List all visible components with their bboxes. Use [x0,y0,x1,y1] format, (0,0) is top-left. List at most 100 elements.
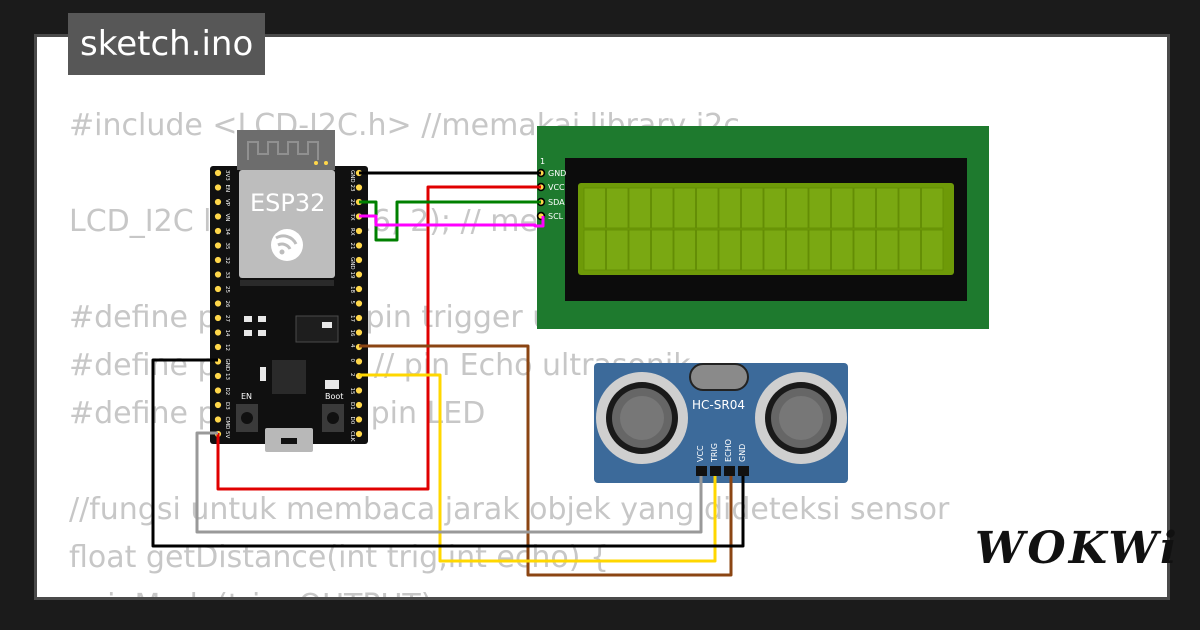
sensor-pin-gnd[interactable] [738,466,749,476]
esp32-pin-right[interactable] [354,313,364,323]
esp32-pin-label: D3 [224,402,230,410]
esp32-pin-label: 15 [349,388,355,395]
sensor-pin-vcc[interactable] [696,466,707,476]
sensor-label: HC-SR04 [692,398,745,412]
lcd-pin-one-label: 1 [540,157,545,166]
wokwi-logo: WOKWi [975,523,1180,574]
esp32-pin-right[interactable] [354,400,364,410]
lcd-char-cell [808,229,831,271]
esp32-pin-right[interactable] [354,270,364,279]
esp32-antenna [237,130,335,170]
esp32-pin-right[interactable] [354,429,364,439]
lcd-char-cell [628,229,651,271]
esp32-pin-left[interactable] [213,212,223,221]
wire-scl[interactable] [359,214,545,228]
esp32-pin-right[interactable] [354,328,364,337]
usb-uart-chip [272,360,306,394]
boot-button-cap[interactable] [327,412,339,424]
esp32-pin-left[interactable] [213,241,223,250]
esp32-pin-left[interactable] [213,197,223,207]
hc-sr04-sensor[interactable]: HC-SR04 VCC TRIG ECHO GND [594,363,848,483]
sensor-pin-label: ECHO [724,439,733,462]
wire-echo[interactable] [359,344,733,577]
esp32-pin-right[interactable] [354,284,364,294]
esp32-pin-left[interactable] [213,270,223,279]
esp32-pin-label: GND [224,359,230,372]
en-button-label: EN [241,392,252,401]
esp32-pin-right[interactable] [354,357,364,366]
esp32-pin-left[interactable] [213,328,223,337]
smd-resistor [325,380,339,389]
esp32-pin-left[interactable] [213,168,223,178]
esp32-pin-label: 25 [224,286,230,293]
esp32-pin-label: TX [349,213,355,221]
lcd-char-cell [718,187,741,229]
wire-5v-lcd-vcc[interactable] [216,185,541,491]
esp32-pin-right[interactable] [354,241,364,250]
esp32-pin-right[interactable] [354,415,364,424]
wire-sda[interactable] [359,200,541,242]
esp32-pin-left[interactable] [213,386,223,395]
lcd-char-cell [853,187,876,229]
lcd-char-cell [763,229,786,271]
sensor-pin-echo[interactable] [724,466,735,476]
esp32-board[interactable]: ESP32 EN Boot 3V3ENVPVN34353233252627141… [210,130,368,452]
antenna-trace [247,141,319,160]
lcd-char-cell [651,187,674,229]
lcd-char-cell [808,187,831,229]
esp32-pin-label: 2 [349,373,355,377]
esp32-pin-label: 33 [224,272,230,279]
esp32-pin-left[interactable] [213,284,223,294]
lcd-char-cell [628,187,651,229]
esp32-pin-right[interactable] [354,226,364,236]
esp32-pin-left[interactable] [213,226,223,236]
esp32-label: ESP32 [250,189,325,217]
lcd-char-cell [763,187,786,229]
wire-sensor-gnd[interactable] [151,358,745,548]
esp32-pin-label: D2 [224,388,230,396]
lcd-display[interactable]: 1 GND VCC SDA SCL [536,126,989,329]
esp32-pin-label: 17 [349,315,355,322]
esp32-pin-right[interactable] [354,386,364,395]
esp32-pin-label: D1 [349,402,355,410]
sensor-pin-label: GND [738,444,747,462]
sensor-pin-label: VCC [696,445,705,462]
module-castellations [240,280,334,286]
file-tab[interactable]: sketch.ino [68,13,266,75]
esp32-pin-label: VP [224,199,230,207]
lcd-char-cell [853,229,876,271]
lcd-char-cell [921,229,944,271]
code-line: #include <LCD-I2C.h> //memakai library i… [69,108,740,143]
lcd-char-cell [741,187,764,229]
lcd-char-cell [898,229,921,271]
esp32-pin-label: 32 [224,257,230,264]
esp32-pin-left[interactable] [213,400,223,410]
esp32-pin-label: 3V3 [224,170,230,181]
lcd-char-cell [876,187,899,229]
lcd-char-cell [921,187,944,229]
wire-trig[interactable] [359,373,717,563]
usb-socket [281,438,297,444]
esp32-pin-left[interactable] [213,371,223,381]
smd-resistor [322,322,332,328]
en-button-cap[interactable] [241,412,253,424]
lcd-cell-grid [583,187,944,271]
transducer-mesh-inner [779,396,823,440]
code-line: //fungsi untuk membaca jarak objek yang … [69,492,950,527]
esp32-pin-right[interactable] [354,299,364,308]
esp32-pin-left[interactable] [213,342,223,352]
esp32-pin-left[interactable] [213,183,223,192]
sensor-pin-trig[interactable] [710,466,721,476]
lcd-char-cell [831,187,854,229]
esp32-pin-left[interactable] [213,255,223,265]
esp32-pin-left[interactable] [213,415,223,424]
esp32-pin-label: VN [224,214,230,222]
esp32-pin-left[interactable] [213,313,223,323]
wire-sensor-vcc[interactable] [195,431,703,534]
transducer-mesh-inner [620,396,664,440]
esp32-pin-right[interactable] [354,183,364,192]
esp32-pin-right[interactable] [354,255,364,265]
code-line: pinMode(trig, OUTPUT); [69,588,442,597]
esp32-pin-left[interactable] [213,299,223,308]
